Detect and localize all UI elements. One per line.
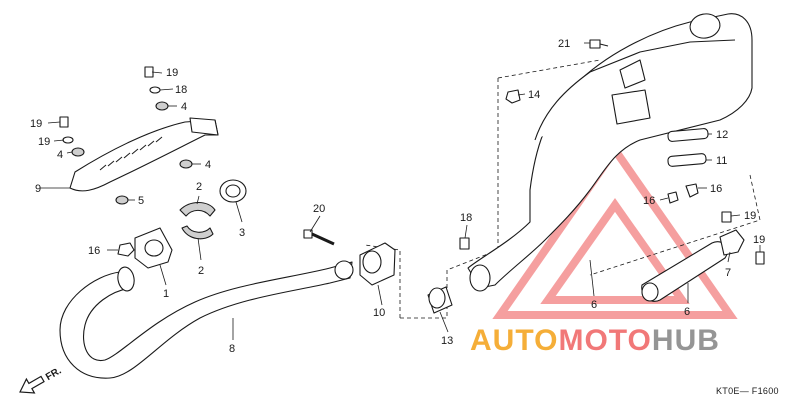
callout-18: 19	[38, 136, 50, 148]
muffler-part-5	[467, 13, 753, 292]
watermark-triangle-small	[540, 198, 690, 304]
callout-labels: 19 18 4 19 19 4 4 5 9 16 1 2 2 3 20 8 10…	[30, 38, 765, 355]
callout-2: 2	[198, 265, 204, 277]
callout-19: 19	[166, 67, 178, 79]
callout-7: 7	[725, 267, 731, 279]
leader-lines	[40, 42, 761, 340]
gasket-part-3	[219, 179, 247, 203]
diagram-reference-code: KT0E— F1600	[716, 386, 779, 396]
callout-14: 14	[528, 89, 540, 101]
tail-clamp-part-7	[719, 229, 745, 256]
watermark-word-auto: AUTO	[470, 324, 558, 357]
front-direction-label: FR.	[44, 365, 64, 383]
callout-4: 4	[181, 101, 187, 113]
hardware-items	[59, 39, 765, 265]
front-direction-arrow: FR.	[19, 365, 64, 394]
callout-16: 16	[643, 195, 655, 207]
callout-19: 19	[744, 210, 756, 222]
watermark-word-hub: HUB	[652, 324, 720, 357]
callout-17: 18	[460, 212, 472, 224]
callout-15: 16	[88, 245, 100, 257]
watermark-logo	[492, 143, 738, 319]
callout-13: 13	[441, 335, 453, 347]
callout-3: 3	[239, 227, 245, 239]
callout-21: 21	[558, 38, 570, 50]
svg-text:AUTOMOTOHUB: AUTOMOTOHUB	[470, 324, 720, 357]
exhaust-pipe-part-8	[59, 260, 354, 379]
callout-10: 10	[373, 307, 385, 319]
callout-11: 11	[716, 155, 727, 167]
watermark-triangle-large	[492, 143, 738, 319]
pipe-heat-shield-part-9	[69, 117, 219, 192]
muffler-plates-part-11-12	[667, 128, 709, 167]
callout-1: 1	[163, 288, 169, 300]
split-collar-part-2	[179, 201, 216, 240]
callout-20: 20	[313, 203, 325, 215]
callout-19: 19	[753, 234, 765, 246]
callout-16: 16	[710, 183, 722, 195]
callout-5: 6	[591, 299, 597, 311]
watermark-word-moto: MOTO	[558, 324, 651, 357]
callout-2: 2	[196, 181, 202, 193]
watermark-wordmark: AUTOMOTOHUB	[470, 324, 720, 357]
callout-12: 12	[716, 129, 728, 141]
callout-4: 4	[57, 149, 63, 161]
joint-flange-part-1	[134, 227, 173, 269]
pipe-clamp-part-10	[359, 242, 396, 286]
callout-18: 18	[175, 84, 187, 96]
callout-4: 4	[205, 159, 211, 171]
tail-pipe-part-6	[641, 241, 728, 302]
muffler-joint-part-13	[427, 286, 453, 314]
callout-9: 9	[35, 183, 41, 195]
callout-4: 5	[138, 195, 144, 207]
callout-19: 19	[30, 118, 42, 130]
callout-8: 8	[229, 343, 235, 355]
callout-6: 6	[684, 306, 690, 318]
